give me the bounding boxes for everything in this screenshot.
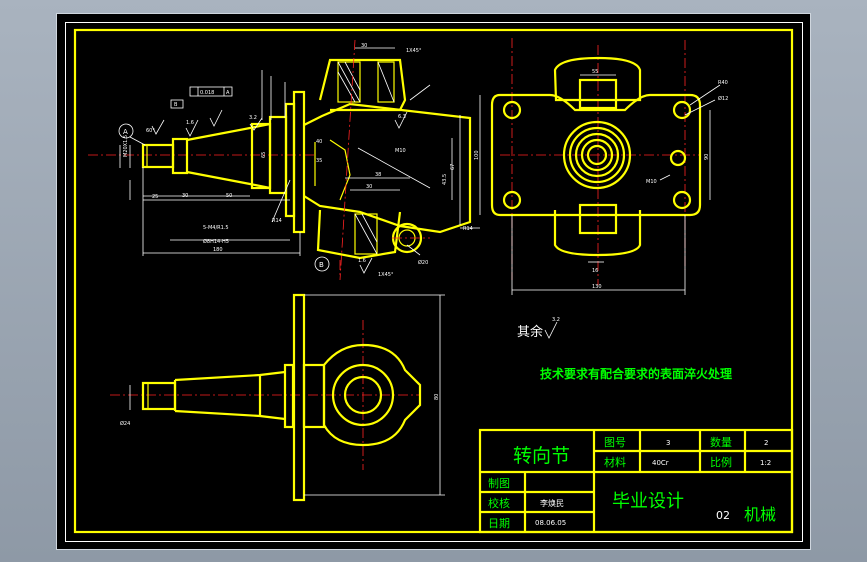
side-view: [479, 38, 721, 295]
project-title: 毕业设计: [612, 491, 684, 512]
title-block: [478, 428, 794, 534]
phi12: Ø12: [718, 95, 728, 102]
class-no: 02: [716, 509, 730, 522]
thread-label: M20X1.5: [123, 135, 129, 157]
datum-b-box: B: [174, 102, 178, 108]
scale: 1:2: [760, 459, 771, 467]
material: 40Cr: [652, 459, 669, 467]
technical-notes: 其余 3.2 技术要求有配合要求的表面淬火处理: [517, 317, 732, 381]
angle-60: 60°: [146, 128, 155, 134]
quantity-label: 数量: [710, 436, 732, 449]
dim-180: 180: [213, 247, 223, 253]
section-a-label: A: [123, 128, 128, 136]
surface-finish-value: 3.2: [552, 317, 560, 323]
dim-30: 30: [361, 43, 367, 49]
m10: M10: [646, 179, 657, 185]
tolerance-1: 0.018: [200, 90, 214, 96]
dim-67: 67: [450, 164, 456, 170]
inner-frame: [73, 28, 794, 534]
roughness-2: 3.2: [249, 115, 257, 121]
surface-finish-note: 其余: [517, 324, 543, 340]
phi20: Ø20: [418, 259, 428, 266]
dim-38: 38: [375, 172, 381, 178]
r40: R40: [718, 80, 728, 86]
department: 机械: [744, 505, 776, 524]
dim-35: 35: [316, 158, 322, 164]
part-name: 转向节: [513, 445, 570, 467]
drawing-no-label: 图号: [604, 436, 626, 449]
checked-label: 校核: [488, 496, 510, 510]
material-label: 材料: [604, 455, 626, 469]
dim-r: M10: [395, 148, 406, 154]
shaft-fit: Ø8H14-H5: [203, 238, 229, 245]
dim-50: 50: [226, 193, 232, 199]
dim-80: 80: [434, 394, 440, 400]
drawn-label: 制图: [488, 477, 510, 490]
dim-16: 16: [592, 268, 598, 274]
drawing-border: [65, 22, 803, 542]
dim-55: 55: [592, 69, 598, 75]
date-label: 日期: [488, 517, 510, 530]
front-view-labels: A B 60° 30 1X45° 1X45° 180 5-M4/R1.5 Ø8H…: [123, 43, 473, 278]
title-block-text: 转向节 图号 3 数量 2 材料 40Cr 比例 1:2 制图 校核 李焕民 日…: [488, 436, 776, 530]
dim-43: 43.5: [442, 174, 448, 185]
dim-40: 40: [316, 139, 322, 145]
drawing-no: 3: [666, 439, 670, 447]
tech-requirement-note: 技术要求有配合要求的表面淬火处理: [540, 366, 732, 381]
r14-eye: R14: [463, 226, 473, 232]
chamfer-top: 1X45°: [406, 48, 422, 54]
r14: R14: [272, 218, 282, 224]
datum-a-box: A: [226, 90, 230, 96]
roughness-1: 1.6: [186, 120, 194, 126]
dim-30c: 30: [182, 193, 188, 199]
chamfer-bottom: 1X45°: [378, 272, 394, 278]
thread-taper: 5-M4/R1.5: [203, 225, 229, 231]
date-value: 08.06.05: [535, 519, 566, 527]
side-view-labels: 55 16 130 R40 Ø12 M10 100 90: [474, 69, 728, 290]
dim-65: 65: [261, 152, 267, 158]
dim-90: 90: [704, 154, 710, 160]
dim-25: 25: [152, 194, 158, 200]
dim-30b: 30: [366, 184, 372, 190]
top-view: [110, 293, 445, 502]
checker-name: 李焕民: [540, 498, 564, 508]
roughness-3: 6.3: [398, 114, 406, 120]
dim-100: 100: [474, 150, 480, 160]
front-section-view: [88, 39, 480, 281]
section-b-label: B: [319, 261, 324, 269]
quantity: 2: [764, 439, 768, 447]
dim-130: 130: [592, 284, 602, 290]
scale-label: 比例: [710, 455, 732, 469]
top-view-labels: Ø24 80: [120, 394, 440, 427]
roughness-4: 1.6: [358, 258, 366, 264]
phi24: Ø24: [120, 420, 130, 427]
